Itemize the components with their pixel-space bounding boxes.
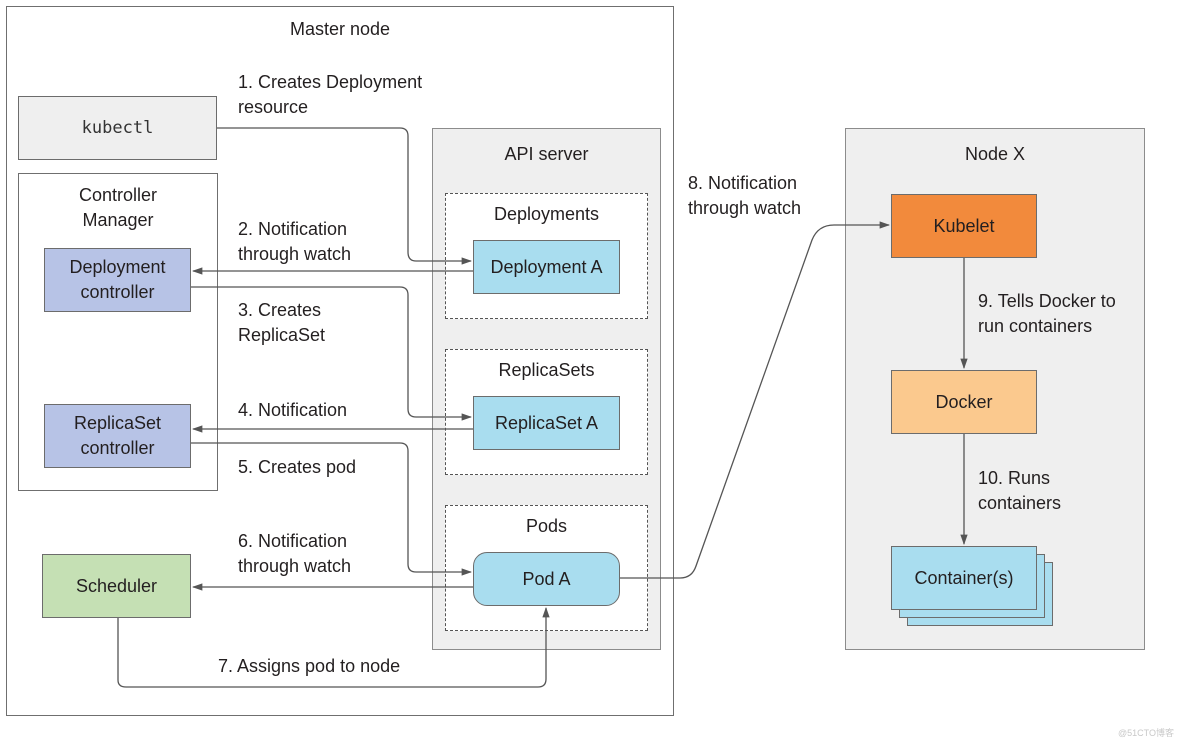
step-2-label: 2. Notification through watch — [238, 219, 352, 264]
step-3-label: 3. Creates ReplicaSet — [238, 300, 326, 345]
controller-manager-title: Controller Manager — [78, 185, 158, 230]
arrow-scheduler-to-pod — [117, 606, 550, 688]
replicaset-controller-box: ReplicaSet controller — [44, 404, 191, 468]
docker-box: Docker — [891, 370, 1037, 434]
step-7-label: 7. Assigns pod to node — [218, 656, 401, 676]
kubectl-box: kubectl — [18, 96, 217, 160]
watermark: @51CTO博客 — [1118, 728, 1174, 738]
arrow-controller-to-replicaset — [191, 286, 473, 421]
api-server-title: API server — [504, 144, 589, 164]
step-5-label: 5. Creates pod — [238, 457, 357, 477]
step-6-label: 6. Notification through watch — [238, 531, 352, 576]
replicaset-a-box: ReplicaSet A — [473, 396, 620, 450]
containers-box: Container(s) — [891, 546, 1037, 610]
step-4-label: 4. Notification — [238, 400, 348, 420]
arrow-rs-controller-to-pod — [191, 442, 473, 576]
step-8-label: 8. Notification through watch — [688, 173, 802, 218]
arrow-pod-to-kubelet — [620, 221, 891, 579]
step-10-label: 10. Runs containers — [978, 468, 1062, 513]
scheduler-box: Scheduler — [42, 554, 191, 618]
master-node-title: Master node — [289, 19, 391, 39]
replicasets-group-title: ReplicaSets — [498, 360, 595, 380]
deployment-a-box: Deployment A — [473, 240, 620, 294]
arrow-kubectl-to-deployment — [217, 127, 473, 265]
pods-group-title: Pods — [525, 516, 568, 536]
kubelet-box: Kubelet — [891, 194, 1037, 258]
step-9-label: 9. Tells Docker to run containers — [978, 291, 1116, 336]
pod-a-box: Pod A — [473, 552, 620, 606]
deployments-group-title: Deployments — [493, 204, 600, 224]
node-x-title: Node X — [964, 144, 1026, 164]
deployment-controller-box: Deployment controller — [44, 248, 191, 312]
step-1-label: 1. Creates Deployment resource — [238, 72, 423, 117]
